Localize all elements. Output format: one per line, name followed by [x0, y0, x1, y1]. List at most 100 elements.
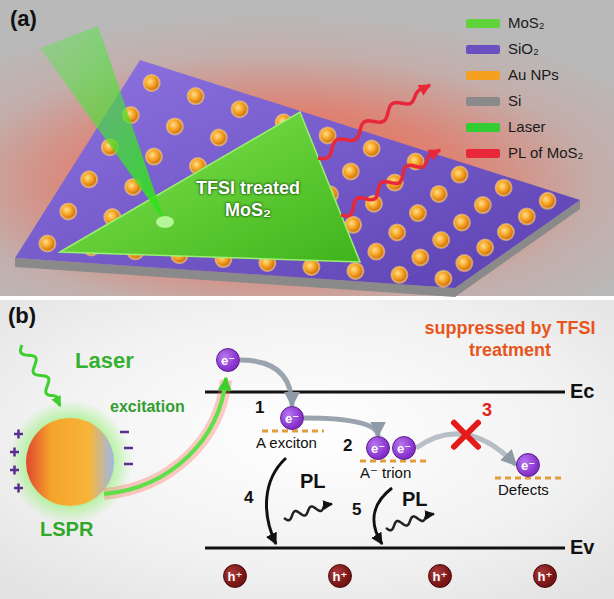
legend-row: MoS₂ [466, 14, 606, 34]
au-nanoparticle [303, 259, 319, 275]
pl-label: PL [300, 470, 326, 493]
plus-charges [10, 430, 23, 493]
au-nanoparticle [146, 149, 162, 165]
au-nanoparticle [410, 205, 426, 221]
legend-swatch [466, 97, 500, 106]
au-nanoparticle [519, 208, 535, 224]
au-nanoparticle [475, 197, 491, 213]
legend-swatch [466, 45, 500, 54]
cross-mark [454, 423, 478, 447]
electron: e⁻ [216, 348, 240, 372]
pl-transition-arrow [374, 488, 392, 544]
callout-number: 2 [343, 436, 352, 456]
electron: e⁻ [280, 406, 304, 430]
laser-wave [21, 345, 61, 406]
pl-emission [318, 85, 430, 159]
legend-text: Laser [508, 118, 546, 135]
legend-row: Si [466, 92, 606, 112]
legend-swatch [466, 19, 500, 28]
callout-number: 1 [255, 398, 264, 418]
au-nanoparticle [211, 130, 227, 146]
hole: h⁺ [428, 564, 452, 588]
band-label: Ec [570, 380, 594, 403]
au-nanoparticle [81, 171, 97, 187]
au-nanoparticle [431, 186, 447, 202]
state-label: A⁻ trion [360, 464, 411, 481]
au-nanoparticle [167, 118, 183, 134]
excitation-arrow [104, 378, 226, 494]
band-label: Ev [570, 536, 594, 559]
pl-emission [341, 150, 440, 216]
valence-band [205, 547, 565, 550]
au-nanoparticle [496, 180, 512, 196]
minus-charges [120, 432, 133, 464]
transfer-arrow [304, 418, 378, 436]
state-label: A exciton [256, 434, 317, 451]
legend-row: SiO₂ [466, 40, 606, 60]
au-nanoparticle [232, 101, 248, 117]
pl-label: PL [402, 488, 428, 511]
au-nanoparticle [433, 232, 449, 248]
note: suppressed by TFSI treatment [420, 318, 600, 361]
au-nanoparticle [456, 255, 472, 271]
callout-number: 5 [352, 500, 361, 520]
laser-spot [156, 216, 174, 228]
au-sphere [26, 418, 114, 506]
legend-row: PL of MoS₂ [466, 144, 606, 164]
lspr-label: LSPR [40, 518, 93, 541]
defect-level [495, 477, 565, 480]
panel-label: (b) [8, 303, 36, 328]
hole-symbol: h⁺ [538, 570, 553, 583]
conduction-band [205, 391, 565, 394]
legend-swatch [466, 123, 500, 132]
au-nanoparticle [435, 271, 451, 287]
electron-symbol: e⁻ [285, 412, 299, 425]
au-nanoparticle [477, 240, 493, 256]
excitation-label: excitation [110, 398, 185, 416]
au-nanoparticle [391, 267, 407, 283]
legend-text: Au NPs [508, 66, 559, 83]
au-nanoparticle [347, 263, 363, 279]
mos2-flake: TFSI treated MoS₂ [60, 112, 360, 262]
legend-swatch [466, 71, 500, 80]
laser-beam [40, 26, 165, 222]
electron: e⁻ [392, 436, 416, 460]
au-nanoparticle [452, 167, 468, 183]
electron-symbol: e⁻ [221, 354, 235, 367]
trion-level [360, 460, 428, 463]
au-nanoparticle [39, 236, 55, 252]
au-nanoparticle [412, 249, 428, 265]
au-nanoparticle [498, 224, 514, 240]
legend-swatch [466, 149, 500, 158]
electron: e⁻ [366, 436, 390, 460]
excitation-glow [104, 380, 226, 494]
au-nanoparticle [144, 75, 160, 91]
laser-label: Laser [75, 348, 134, 373]
transfer-arrow [240, 360, 292, 406]
flake-label: TFSI treated MoS₂ [178, 178, 318, 221]
au-nanoparticle [60, 203, 76, 219]
callout-number: 4 [244, 488, 253, 508]
legend-text: PL of MoS₂ [508, 144, 583, 161]
electron-symbol: e⁻ [397, 442, 411, 455]
electron: e⁻ [516, 453, 540, 477]
photon-waves [21, 345, 435, 530]
electron-symbol: e⁻ [371, 442, 385, 455]
au-nanoparticle [343, 163, 359, 179]
hole-symbol: h⁺ [333, 570, 348, 583]
pl-transition-arrow [267, 458, 286, 544]
hole: h⁺ [223, 564, 247, 588]
legend-row: Laser [466, 118, 606, 138]
lspr-glow [8, 400, 132, 524]
pl-wave [386, 514, 434, 531]
hole: h⁺ [328, 564, 352, 588]
au-nanoparticle [454, 215, 470, 231]
au-nanoparticle [188, 88, 204, 104]
hole-symbol: h⁺ [433, 570, 448, 583]
au-nanoparticle [364, 141, 380, 157]
au-nanoparticle [540, 193, 556, 209]
au-nanoparticle [368, 244, 384, 260]
legend-text: SiO₂ [508, 40, 539, 57]
au-nanoparticle [389, 224, 405, 240]
